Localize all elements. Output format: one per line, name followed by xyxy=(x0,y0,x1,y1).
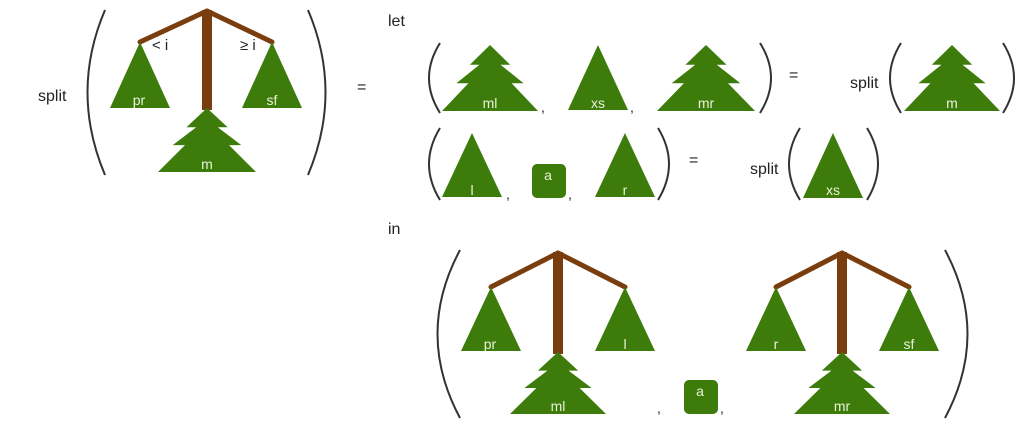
tree-pine-m xyxy=(904,45,1000,111)
less-than-i-label: < i xyxy=(152,37,168,54)
right-paren xyxy=(307,9,327,176)
label-a: a xyxy=(544,167,552,183)
in-keyword: in xyxy=(388,221,400,238)
result-left-paren xyxy=(436,249,461,419)
scale-arm-right xyxy=(555,250,628,290)
split-right-paren xyxy=(1002,42,1015,114)
comma: , xyxy=(657,400,661,416)
label-l: l xyxy=(623,336,626,352)
comma: , xyxy=(506,186,510,202)
tree-pine-m xyxy=(158,108,256,172)
label-r: r xyxy=(774,336,779,352)
element-box-a xyxy=(532,164,566,198)
scale-arm-left xyxy=(488,250,561,290)
split-left-paren xyxy=(889,42,902,114)
scale-arm-right xyxy=(839,250,912,290)
equals-sign: = xyxy=(789,67,798,84)
equals-sign: = xyxy=(689,152,698,169)
comma: , xyxy=(541,99,545,115)
split-left-paren xyxy=(788,127,801,201)
tree-pine-mr xyxy=(794,352,890,414)
split-fn-label: split xyxy=(38,88,67,105)
tree-pine-ml xyxy=(442,45,538,111)
equals-sign: = xyxy=(357,79,366,96)
tree-triangle-l xyxy=(595,287,655,351)
tree-triangle-sf xyxy=(242,42,302,108)
label-sf: sf xyxy=(267,92,278,108)
left-paren xyxy=(86,9,106,176)
label-mr: mr xyxy=(698,95,715,111)
tree-triangle-r xyxy=(595,133,655,197)
scale-arm-left xyxy=(137,8,210,45)
tree-triangle-pr xyxy=(461,287,521,351)
label-a: a xyxy=(696,383,704,399)
label-r: r xyxy=(623,182,628,198)
row2-left-paren xyxy=(428,127,441,201)
label-m: m xyxy=(201,156,213,172)
tree-triangle-r xyxy=(746,287,806,351)
result-right-paren xyxy=(944,249,969,419)
comma: , xyxy=(720,400,724,416)
label-pr: pr xyxy=(133,92,146,108)
row1-right-paren xyxy=(759,42,772,114)
tree-pine-ml xyxy=(510,352,606,414)
label-xs: xs xyxy=(826,182,840,198)
label-pr: pr xyxy=(484,336,497,352)
split-fn-label: split xyxy=(750,161,779,178)
label-sf: sf xyxy=(904,336,915,352)
comma: , xyxy=(568,186,572,202)
element-box-a xyxy=(684,380,718,414)
split-fn-label: split xyxy=(850,75,879,92)
label-xs: xs xyxy=(591,95,605,111)
tree-triangle-pr xyxy=(110,42,170,108)
label-l: l xyxy=(470,182,473,198)
let-keyword: let xyxy=(388,13,405,30)
tree-triangle-xs xyxy=(803,133,863,198)
tree-triangle-sf xyxy=(879,287,939,351)
tree-triangle-l xyxy=(442,133,502,197)
label-m: m xyxy=(946,95,958,111)
split-right-paren xyxy=(866,127,879,201)
row1-left-paren xyxy=(428,42,441,114)
row2-right-paren xyxy=(657,127,670,201)
label-ml: ml xyxy=(551,398,566,414)
label-mr: mr xyxy=(834,398,851,414)
tree-triangle-xs xyxy=(568,45,628,110)
scale-arm-right xyxy=(204,8,275,45)
comma: , xyxy=(630,99,634,115)
tree-pine-mr xyxy=(657,45,755,111)
label-ml: ml xyxy=(483,95,498,111)
ge-i-label: ≥ i xyxy=(240,37,256,54)
scale-arm-left xyxy=(773,250,845,290)
